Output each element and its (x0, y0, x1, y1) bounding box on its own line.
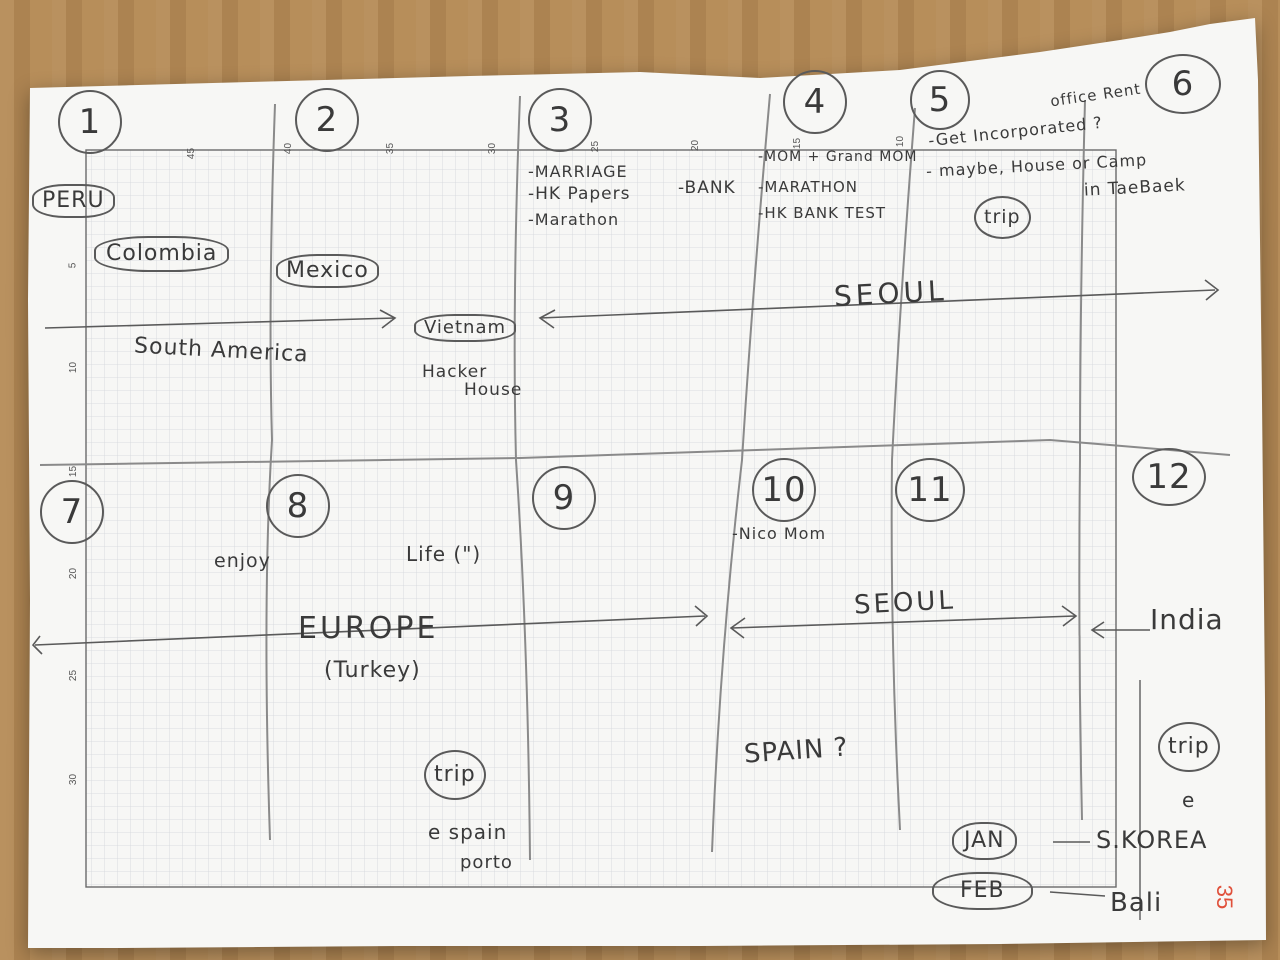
note-mom-grandmom: -MOM + Grand MOM (758, 149, 918, 165)
seoul-label-bottom: SEOUL (853, 585, 957, 621)
place-peru: PERU (32, 184, 115, 218)
note-marathon-4: -MARATHON (758, 178, 858, 196)
note-bank: -BANK (678, 178, 736, 198)
month-number: 10 (752, 458, 816, 522)
tick-left: 15 (68, 465, 80, 478)
tick-top: 10 (895, 135, 907, 148)
tick-left: 20 (68, 567, 80, 580)
note-hk-papers: -HK Papers (528, 184, 631, 204)
grid-area (85, 149, 1117, 888)
turkey-label: (Turkey) (324, 658, 421, 683)
month-number: 12 (1132, 448, 1206, 506)
note-hk-bank-test: -HK BANK TEST (758, 204, 886, 222)
europe-label: EUROPE (298, 611, 439, 646)
house-label: House (464, 380, 523, 400)
tick-left: 10 (68, 361, 80, 374)
nico-mom-label: -Nico Mom (732, 524, 827, 543)
porto-label: porto (460, 852, 513, 873)
page-number: 35 (1212, 884, 1238, 910)
month-number: 2 (295, 88, 359, 152)
place-vietnam: Vietnam (414, 314, 517, 342)
tick-top: 20 (690, 139, 702, 152)
india-label: India (1150, 603, 1224, 636)
jan-label: JAN (952, 822, 1017, 860)
month-number: 4 (783, 70, 847, 134)
tick-left: 30 (68, 773, 80, 786)
skorea-label: S.KOREA (1096, 826, 1208, 854)
tick-top: 15 (792, 137, 804, 150)
month-number: 5 (910, 70, 970, 130)
spain-label: e spain (428, 820, 508, 844)
trip-right: trip (1158, 722, 1220, 772)
feb-label: FEB (932, 872, 1033, 910)
tick-top: 45 (186, 147, 198, 160)
trip-top: trip (974, 196, 1031, 239)
month-number: 1 (58, 90, 122, 154)
hacker-label: Hacker (422, 362, 488, 382)
month-number: 8 (266, 474, 330, 538)
note-marriage: -MARRIAGE (528, 162, 628, 181)
tick-left: 25 (68, 669, 80, 682)
trip-bottom: trip (424, 750, 486, 800)
month-number: 9 (532, 466, 596, 530)
place-mexico: Mexico (276, 254, 379, 288)
life-label: Life (") (406, 542, 482, 566)
tick-left: 5 (67, 262, 79, 269)
seoul-label-top: SEOUL (833, 274, 949, 313)
month-number: 7 (40, 480, 104, 544)
month-number: 11 (895, 458, 965, 522)
tick-top: 35 (385, 142, 397, 155)
spain-question: SPAIN ? (743, 732, 850, 770)
place-colombia: Colombia (94, 236, 230, 272)
bali-label: Bali (1110, 888, 1163, 918)
month-number: 6 (1145, 54, 1221, 114)
tick-top: 25 (590, 140, 602, 153)
e-label: e (1182, 788, 1196, 812)
tick-top: 40 (283, 142, 295, 155)
month-number: 3 (528, 88, 592, 152)
tick-top: 30 (487, 142, 499, 155)
note-marathon-3: -Marathon (528, 210, 620, 229)
enjoy-label: enjoy (214, 550, 271, 572)
